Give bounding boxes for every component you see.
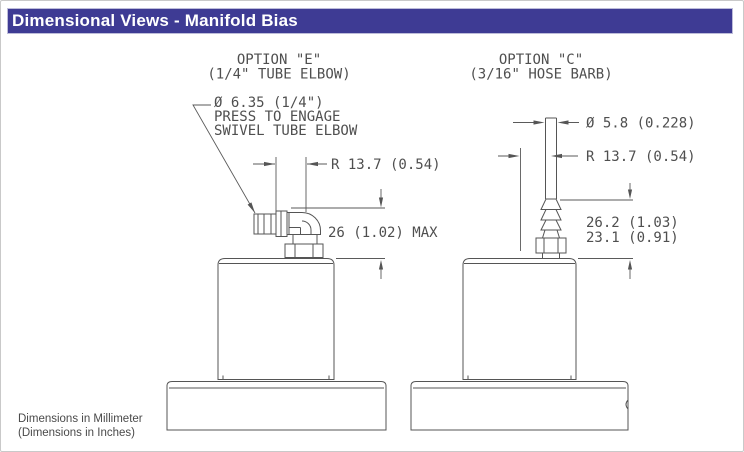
option-c-subtitle: (3/16" HOSE BARB) (469, 67, 612, 83)
option-e-dim-radius: R 13.7 (0.54) (331, 157, 441, 173)
option-e-dim-height: 26 (1.02) MAX (328, 225, 438, 241)
units-note-inches: (Dimensions in Inches) (18, 426, 135, 439)
option-c-dim-radius: R 13.7 (0.54) (586, 149, 696, 165)
option-c-dimension-lines (498, 122, 633, 279)
option-e-note-diameter: Ø 6.35 (1/4") (214, 95, 324, 111)
page-title-bar: Dimensional Views - Manifold Bias (7, 8, 733, 34)
option-c-body-outline (462, 258, 577, 380)
option-c-dim-height-mm: 26.2 (1.03) (586, 215, 679, 231)
option-c-title: OPTION "C" (499, 52, 583, 68)
option-e-base-outline (166, 381, 387, 431)
units-note-mm: Dimensions in Millimeter (18, 413, 143, 425)
hose-barb-fitting (535, 117, 567, 259)
option-c-arrowheads (508, 120, 633, 270)
option-e-arrowheads (247, 161, 384, 270)
option-e-subtitle: (1/4" TUBE ELBOW) (207, 67, 350, 83)
page-title: Dimensional Views - Manifold Bias (12, 11, 298, 30)
option-c-dim-diameter: Ø 5.8 (0.228) (586, 116, 696, 132)
option-e-title: OPTION "E" (237, 52, 321, 68)
option-e-note-swivel: SWIVEL TUBE ELBOW (214, 123, 358, 139)
option-c-dim-height-in: 23.1 (0.91) (586, 230, 679, 246)
option-e-drawing: OPTION "E" (1/4" TUBE ELBOW) Ø 6.35 (1/4… (166, 52, 441, 431)
tube-elbow-fitting (253, 210, 324, 258)
option-e-body-outline (217, 258, 335, 380)
option-e-note-press: PRESS TO ENGAGE (214, 109, 340, 125)
units-note: Dimensions in Millimeter (Dimensions in … (18, 413, 143, 440)
option-c-base-outline (410, 381, 629, 431)
option-c-drawing: OPTION "C" (3/16" HOSE BARB) Ø 5.8 (0.22… (410, 52, 696, 431)
